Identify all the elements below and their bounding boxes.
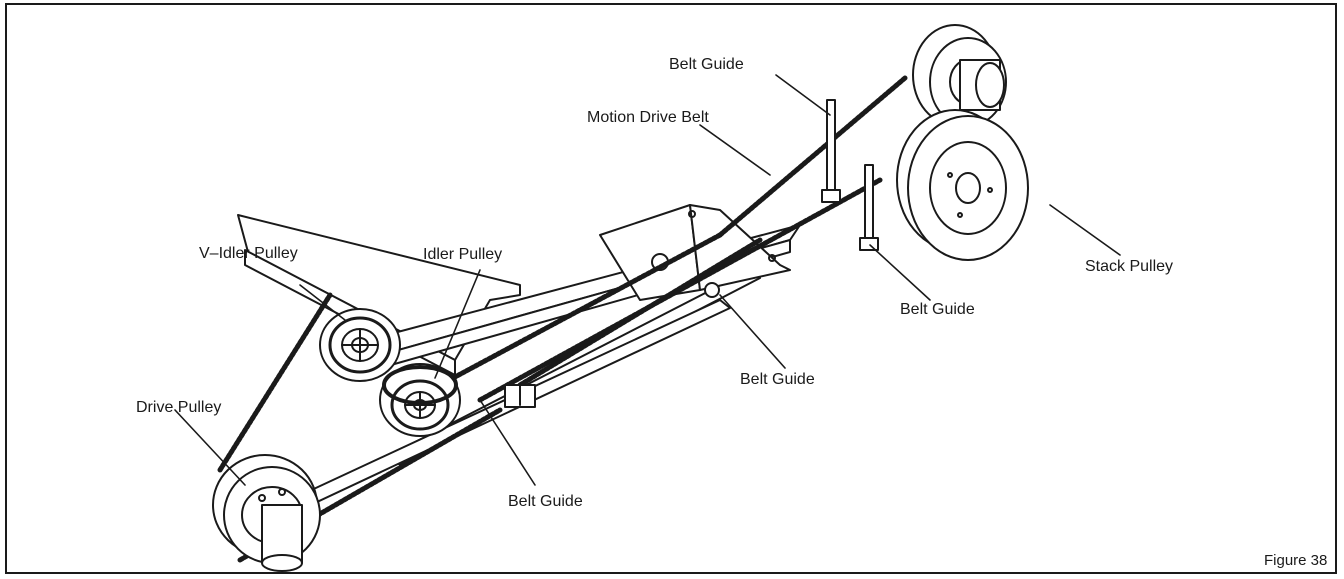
- motion-drive-belt-label: Motion Drive Belt: [587, 109, 709, 126]
- stack-pulley-label: Stack Pulley: [1085, 258, 1174, 275]
- belt-guide-bolt-lower: [504, 384, 536, 408]
- belt-guide-right-label: Belt Guide: [900, 301, 975, 318]
- v-idler-pulley: [319, 308, 401, 382]
- drive-pulley: [212, 454, 321, 572]
- idler-pulley-label: Idler Pulley: [423, 246, 503, 263]
- belt-guide-bottom-label: Belt Guide: [508, 493, 583, 510]
- belt-guide-bolt-right: [859, 164, 879, 251]
- idler-pulley: [379, 363, 461, 437]
- belt-guide-center-label: Belt Guide: [740, 371, 815, 388]
- v-idler-pulley-label: V–Idler Pulley: [199, 245, 298, 262]
- belt-guide-bolt-top: [821, 99, 841, 203]
- figure-border: [5, 3, 1337, 574]
- stack-pulley: [896, 109, 1029, 261]
- drive-pulley-label: Drive Pulley: [136, 399, 222, 416]
- figure-number-label: Figure 38: [1264, 552, 1328, 569]
- leader-lines: [174, 74, 1121, 486]
- belt-guide-top-label: Belt Guide: [669, 56, 744, 73]
